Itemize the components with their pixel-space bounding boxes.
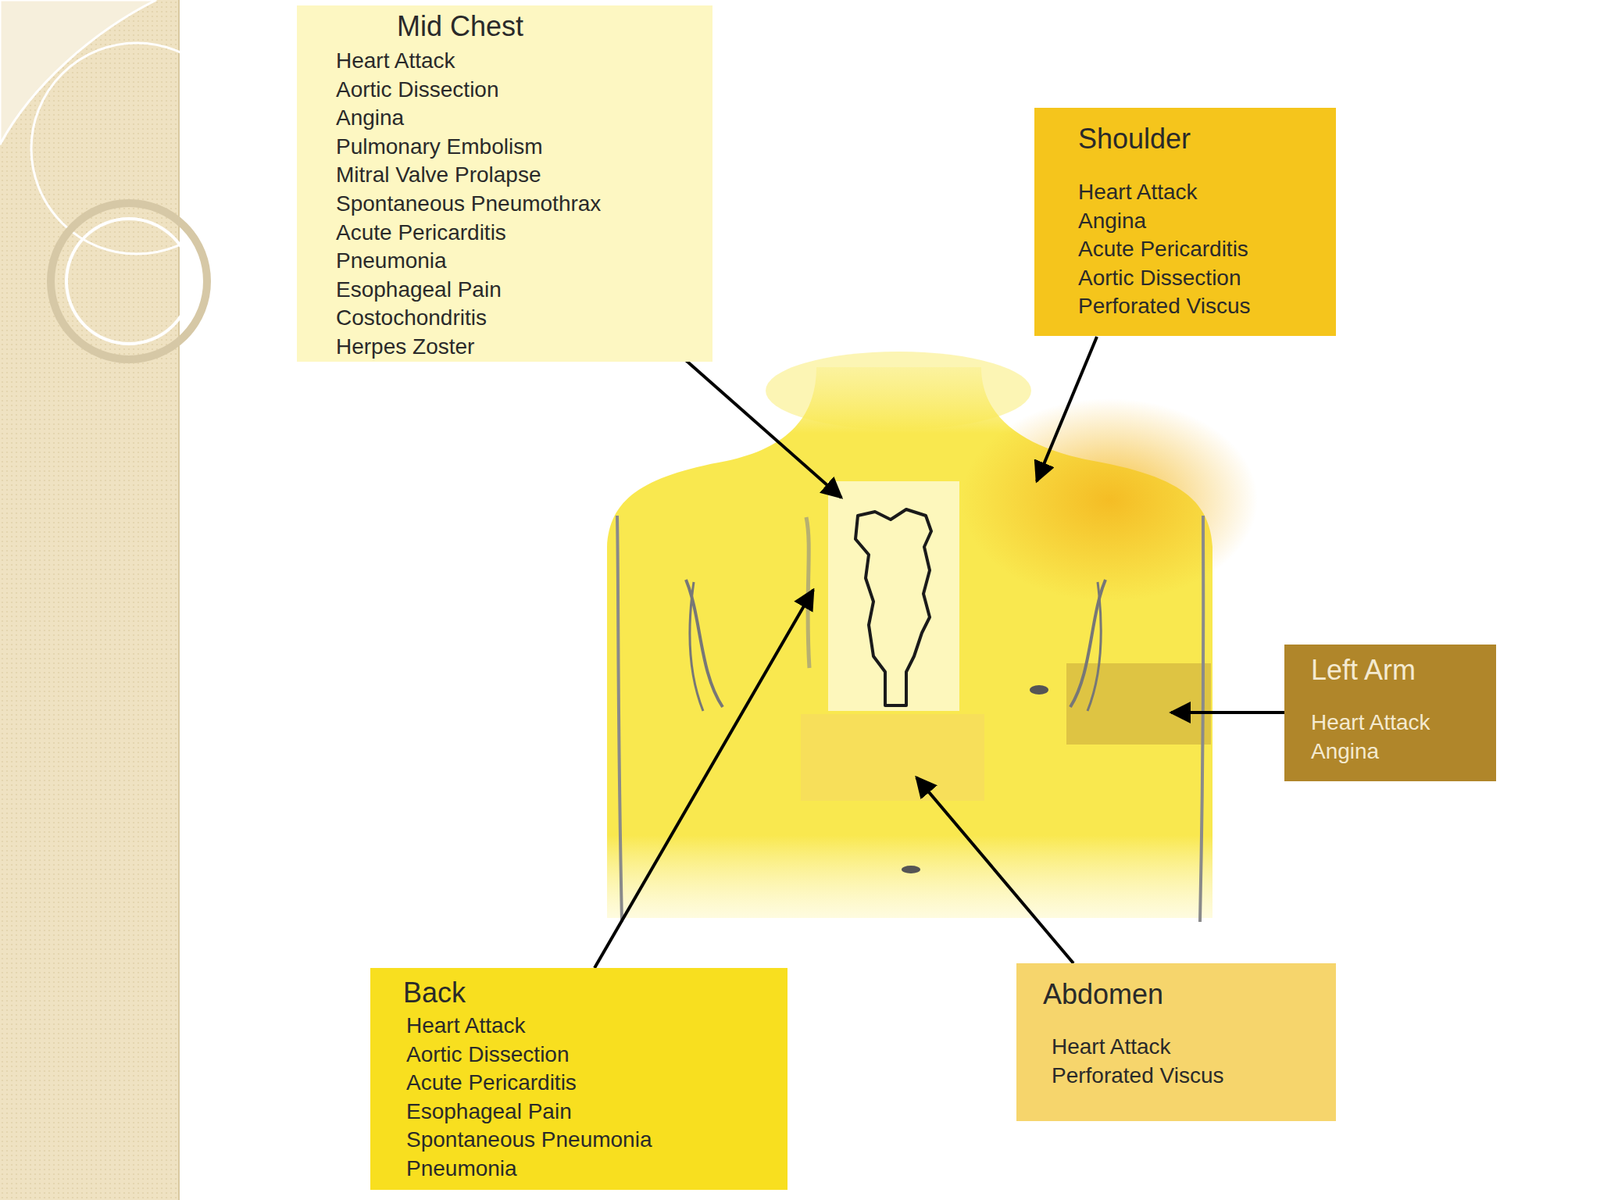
condition-item: Acute Pericarditis [1034, 235, 1336, 265]
leader-arrow [1036, 336, 1097, 482]
chest-area [828, 481, 960, 711]
box-heading: Back [370, 977, 788, 1009]
condition-item: Heart Attack [370, 1011, 788, 1041]
leader-arrow [916, 777, 1074, 964]
arm-line [1200, 515, 1204, 922]
deco-ring [31, 42, 243, 254]
condition-item: Herpes Zoster [296, 332, 713, 362]
condition-item: Heart Attack [1034, 178, 1336, 208]
info-box: AbdomenHeart AttackPerforated Viscus [1016, 963, 1336, 1122]
armpit-line [689, 582, 704, 711]
abdomen-area [800, 714, 985, 801]
condition-item: Angina [296, 103, 713, 133]
side-strip [0, 0, 179, 1200]
condition-item: Angina [1284, 737, 1497, 767]
sternum-line [806, 517, 810, 668]
condition-item: Acute Pericarditis [296, 218, 713, 248]
arm-line [617, 515, 622, 922]
condition-item: Spontaneous Pneumonia [370, 1125, 788, 1155]
box-heading: Left Arm [1284, 654, 1497, 686]
shoulder-area [960, 398, 1258, 602]
condition-item: Acute Pericarditis [370, 1068, 788, 1098]
condition-item: Aortic Dissection [1034, 264, 1336, 293]
condition-item: Aortic Dissection [296, 75, 713, 105]
condition-item: Spontaneous Pneumothrax [296, 189, 713, 219]
leader-arrow [1171, 710, 1286, 715]
condition-item: Esophageal Pain [370, 1097, 788, 1127]
info-box: Mid ChestHeart AttackAortic DissectionAn… [296, 5, 713, 362]
condition-item: Perforated Viscus [1034, 292, 1336, 322]
deco-ring [66, 218, 192, 344]
condition-item: Heart Attack [1284, 708, 1497, 738]
box-heading: Mid Chest [296, 10, 713, 43]
esophagus-outline [855, 509, 932, 706]
corner-shape [0, 0, 157, 145]
condition-item: Pneumonia [370, 1154, 788, 1184]
info-box: BackHeart AttackAortic DissectionAcute P… [370, 967, 788, 1190]
condition-item: Pulmonary Embolism [296, 132, 713, 162]
armpit-line [1087, 582, 1101, 711]
leader-arrow [594, 589, 814, 968]
condition-item: Heart Attack [1016, 1032, 1336, 1062]
condition-item: Angina [1034, 207, 1336, 236]
condition-item: Aortic Dissection [370, 1040, 788, 1070]
condition-item: Esophageal Pain [296, 275, 713, 305]
nipple [1029, 685, 1049, 695]
arm-area [1066, 663, 1211, 745]
navel [901, 865, 921, 874]
side-divider [178, 0, 180, 1200]
condition-item: Heart Attack [296, 46, 713, 76]
info-box: ShoulderHeart AttackAnginaAcute Pericard… [1034, 107, 1336, 336]
info-box: Left ArmHeart AttackAngina [1284, 644, 1497, 782]
box-heading: Shoulder [1034, 123, 1336, 155]
condition-item: Mitral Valve Prolapse [296, 160, 713, 190]
box-heading: Abdomen [1016, 978, 1336, 1011]
leader-arrow [681, 356, 842, 498]
condition-item: Pneumonia [296, 246, 713, 276]
deco-ring [50, 203, 208, 360]
condition-item: Costochondritis [296, 303, 713, 333]
condition-item: Perforated Viscus [1016, 1061, 1336, 1091]
